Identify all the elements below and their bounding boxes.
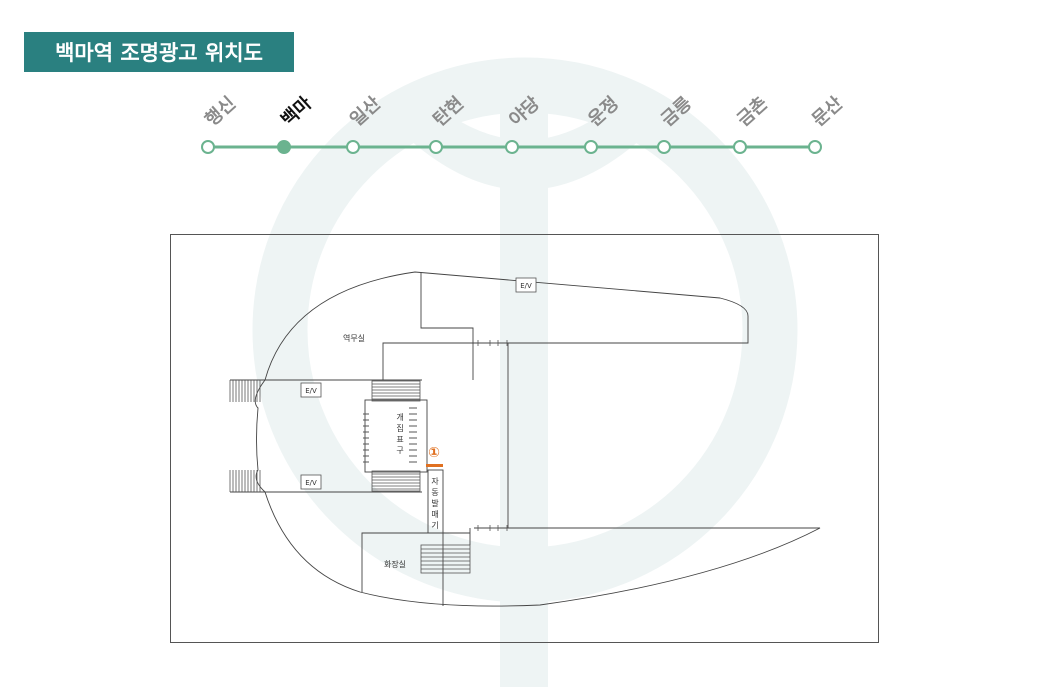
- elevator-label: E/V: [520, 282, 532, 290]
- station-dot: [201, 140, 215, 154]
- station-dot: [277, 140, 291, 154]
- page-title: 백마역 조명광고 위치도: [24, 32, 294, 72]
- station-dot: [505, 140, 519, 154]
- restroom-label: 화장실: [384, 559, 406, 569]
- station-dot: [429, 140, 443, 154]
- stairs-left-top: [229, 380, 261, 402]
- doors-top: [477, 340, 508, 346]
- stairs-restroom: [420, 544, 471, 574]
- gate-row-left: [363, 413, 369, 463]
- floorplan-frame: [170, 234, 879, 643]
- station-dot: [808, 140, 822, 154]
- elevator-top-right: E/V: [515, 277, 537, 293]
- stairs-left-bottom: [229, 470, 261, 492]
- elevator-left-top: E/V: [300, 382, 322, 398]
- ad-location-marker: ①: [426, 445, 443, 467]
- ad-location-bar: [426, 464, 443, 467]
- elevator-label: E/V: [305, 387, 317, 395]
- doors-bottom: [477, 525, 508, 531]
- elevator-left-bottom: E/V: [300, 474, 322, 490]
- station-office-label: 역무실: [343, 333, 365, 343]
- station-dot: [346, 140, 360, 154]
- ad-location-number: ①: [428, 445, 440, 461]
- station-dot: [657, 140, 671, 154]
- station-dot: [584, 140, 598, 154]
- elevator-label: E/V: [305, 479, 317, 487]
- concourse-outline: [264, 271, 821, 607]
- station-dot: [733, 140, 747, 154]
- stairs-center-top: [371, 380, 421, 402]
- gate-row-right: [409, 407, 417, 463]
- stairs-center-bottom: [371, 470, 421, 492]
